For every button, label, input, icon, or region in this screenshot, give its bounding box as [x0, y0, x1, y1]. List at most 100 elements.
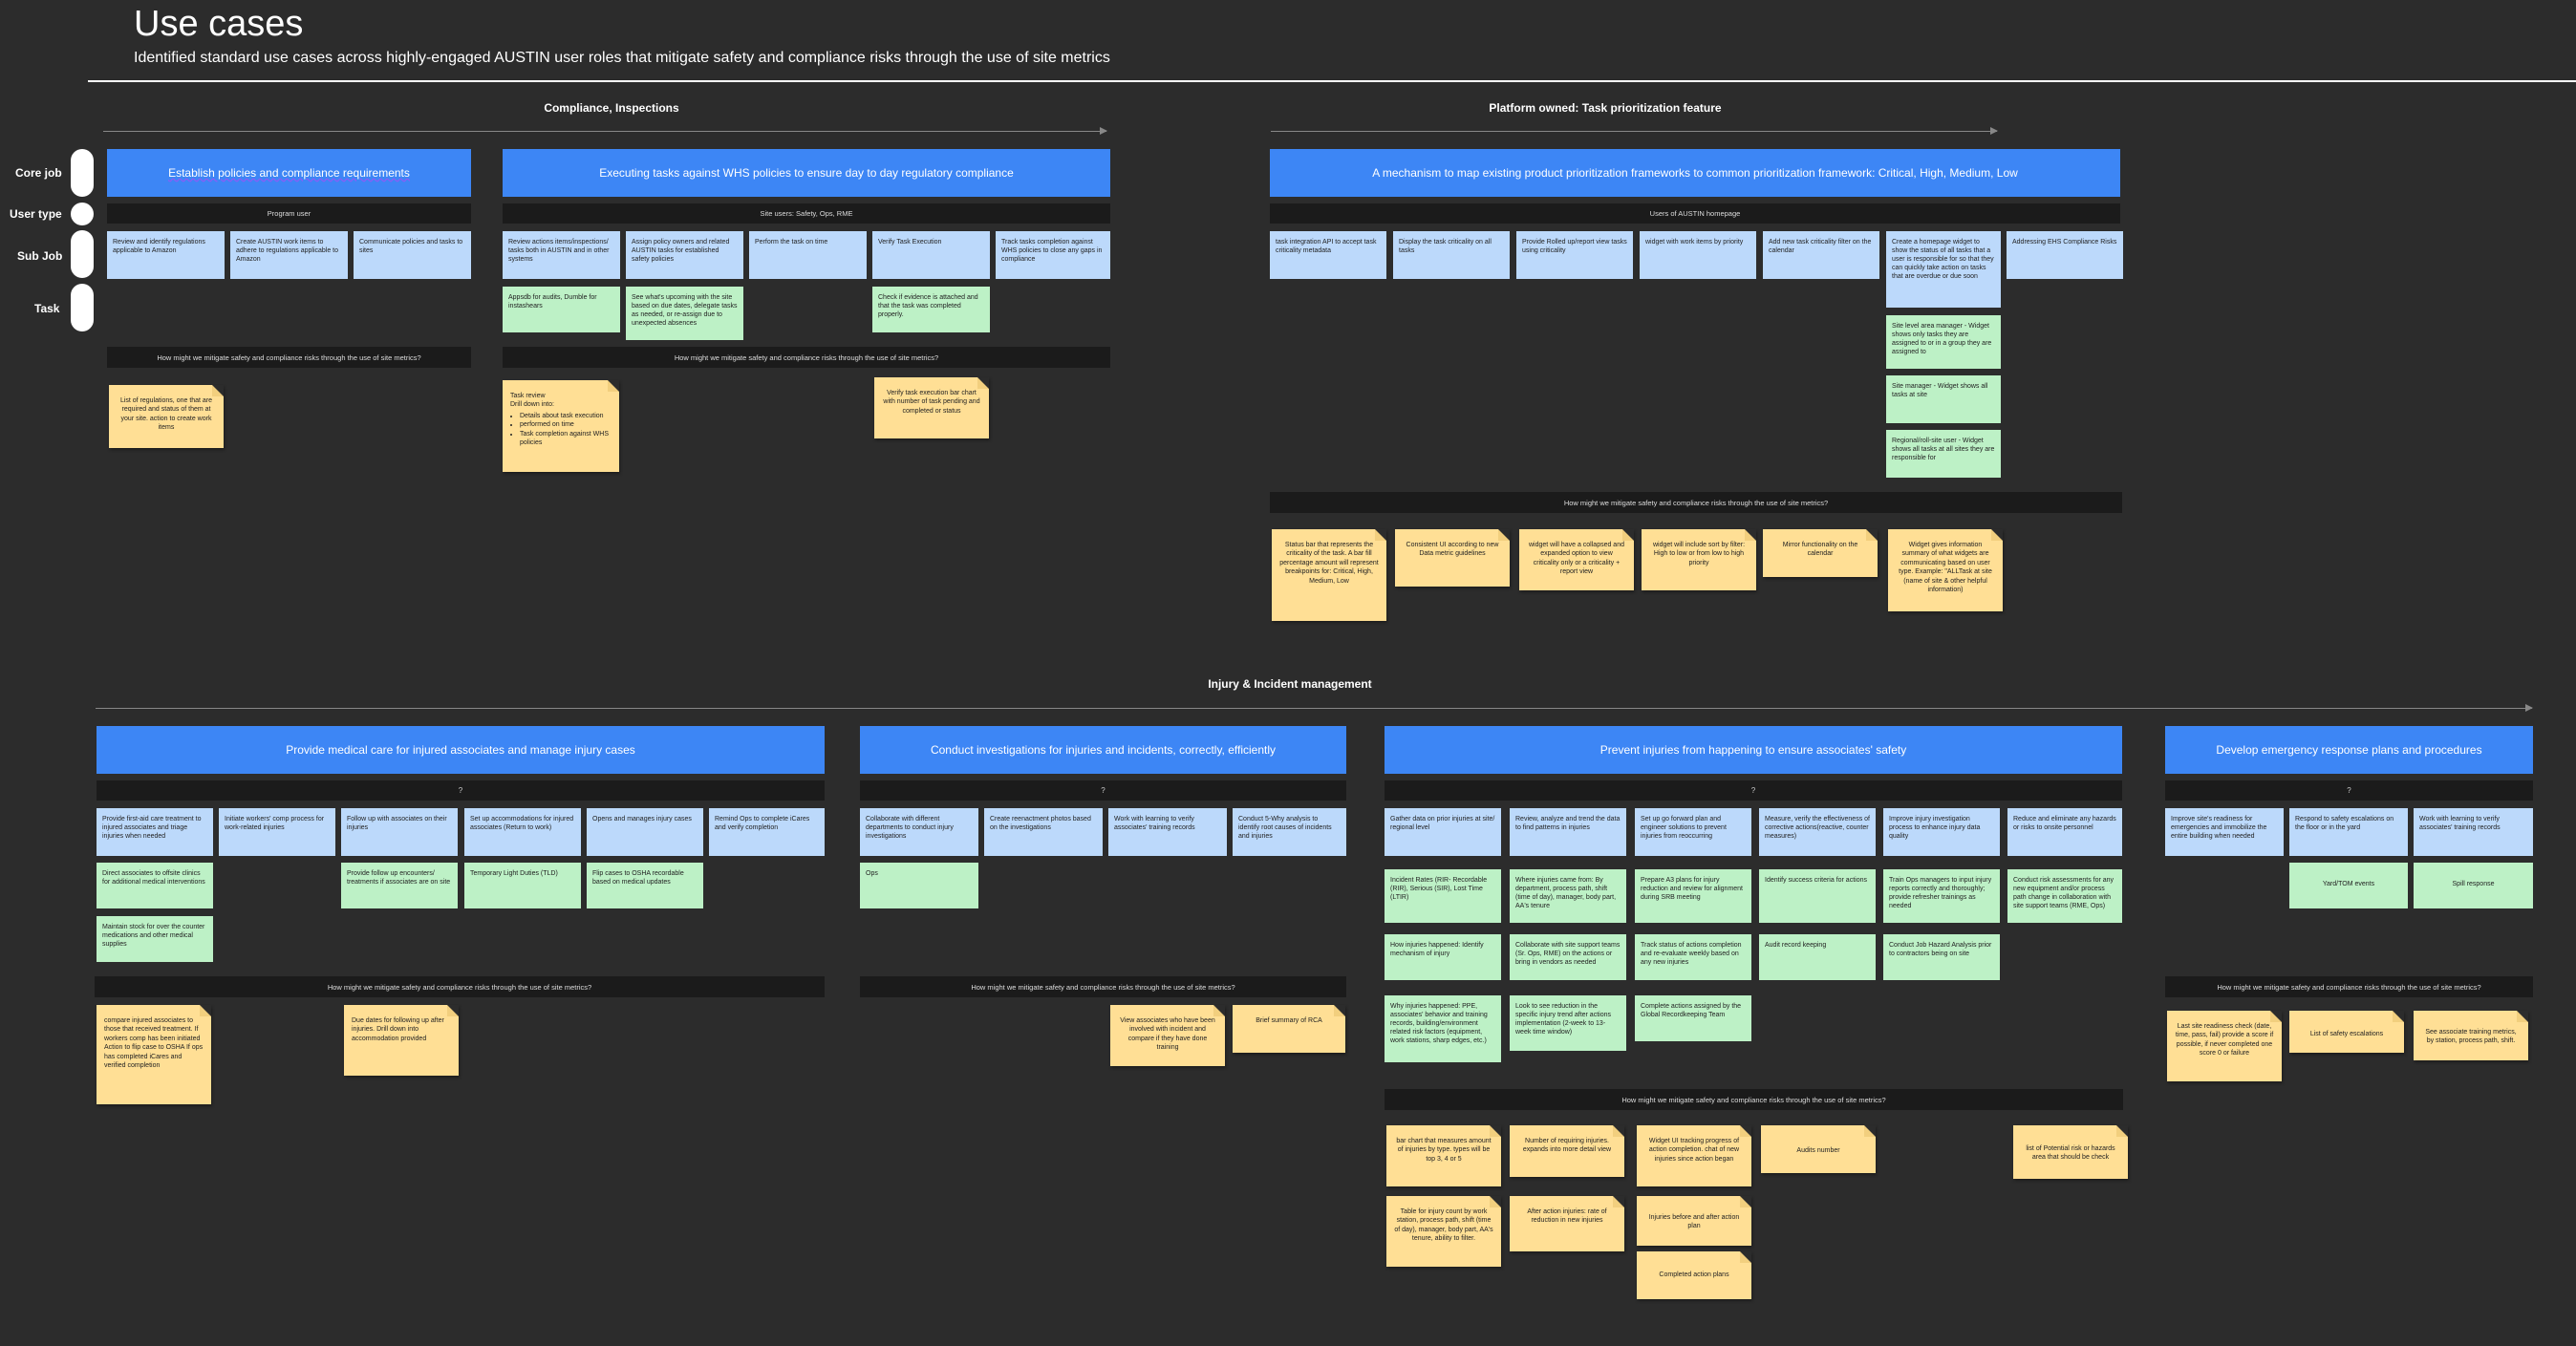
- sub-job-card[interactable]: Communicate policies and tasks to sites: [354, 231, 471, 279]
- sub-job-card[interactable]: Conduct 5-Why analysis to identify root …: [1233, 808, 1346, 856]
- sub-job-card[interactable]: task integration API to accept task crit…: [1270, 231, 1386, 279]
- sticky-note[interactable]: Brief summary of RCA: [1233, 1005, 1345, 1053]
- sub-job-card[interactable]: Opens and manages injury cases: [587, 808, 703, 856]
- core-job-medical-care[interactable]: Provide medical care for injured associa…: [97, 726, 825, 774]
- sticky-note[interactable]: Consistent UI according to new Data metr…: [1395, 529, 1510, 587]
- sub-job-card[interactable]: Create AUSTIN work items to adhere to re…: [230, 231, 348, 279]
- sticky-note[interactable]: bar chart that measures amount of injuri…: [1386, 1125, 1501, 1186]
- task-card[interactable]: Track status of actions completion and r…: [1635, 934, 1751, 980]
- core-job-prevent-injuries[interactable]: Prevent injuries from happening to ensur…: [1385, 726, 2122, 774]
- sub-job-card[interactable]: Review actions items/inspections/ tasks …: [503, 231, 620, 279]
- sub-job-card[interactable]: Work with learning to verify associates'…: [2414, 808, 2533, 856]
- core-job-executing-tasks[interactable]: Executing tasks against WHS policies to …: [503, 149, 1110, 197]
- task-card[interactable]: Conduct Job Hazard Analysis prior to con…: [1883, 934, 2000, 980]
- sticky-subtitle: Drill down into:: [510, 401, 554, 409]
- task-card[interactable]: Spill response: [2414, 863, 2533, 908]
- task-card[interactable]: Incident Rates (RIR- Recordable (RIR), S…: [1385, 869, 1501, 923]
- task-card[interactable]: Look to see reduction in the specific in…: [1510, 995, 1626, 1051]
- chevron-icon: ?: [1101, 786, 1106, 795]
- sub-job-card[interactable]: Provide first-aid care treatment to inju…: [97, 808, 213, 856]
- sticky-note[interactable]: View associates who have been involved w…: [1110, 1005, 1225, 1066]
- sticky-note[interactable]: Table for injury count by work station, …: [1386, 1196, 1501, 1267]
- sticky-note[interactable]: After action injuries: rate of reduction…: [1510, 1196, 1624, 1251]
- sticky-note[interactable]: list of Potential risk or hazards area t…: [2013, 1125, 2128, 1179]
- sub-job-card[interactable]: Addressing EHS Compliance Risks: [2007, 231, 2123, 279]
- task-card[interactable]: Train Ops managers to input injury repor…: [1883, 869, 2000, 923]
- sticky-note[interactable]: compare injured associates to those that…: [97, 1005, 211, 1104]
- sticky-note[interactable]: Injuries before and after action plan: [1637, 1196, 1751, 1246]
- sticky-note[interactable]: widget will have a collapsed and expande…: [1519, 529, 1634, 590]
- sticky-note[interactable]: widget will include sort by filter: High…: [1642, 529, 1756, 590]
- core-job-task-prioritization[interactable]: A mechanism to map existing product prio…: [1270, 149, 2120, 197]
- sub-job-card[interactable]: Provide Rolled up/report view tasks usin…: [1516, 231, 1633, 279]
- sub-job-card[interactable]: Assign policy owners and related AUSTIN …: [626, 231, 743, 279]
- sticky-note[interactable]: Mirror functionality on the calendar: [1763, 529, 1878, 577]
- sub-job-card[interactable]: Initiate workers' comp process for work-…: [219, 808, 335, 856]
- task-card[interactable]: Site level area manager - Widget shows o…: [1886, 315, 2001, 369]
- sub-job-card[interactable]: Add new task criticality filter on the c…: [1763, 231, 1879, 279]
- task-card[interactable]: Site manager - Widget shows all tasks at…: [1886, 375, 2001, 423]
- task-card[interactable]: Where injuries came from: By department,…: [1510, 869, 1626, 923]
- sub-job-card[interactable]: Respond to safety escalations on the flo…: [2289, 808, 2408, 856]
- task-card[interactable]: Temporary Light Duties (TLD): [464, 863, 581, 908]
- sticky-note[interactable]: Last site readiness check (date, time, p…: [2167, 1011, 2282, 1081]
- task-card[interactable]: Identify success criteria for actions: [1759, 869, 1876, 923]
- user-type-bar: ?: [2165, 780, 2533, 801]
- sub-job-card[interactable]: Review and identify regulations applicab…: [107, 231, 225, 279]
- sub-job-card[interactable]: Follow up with associates on their injur…: [341, 808, 458, 856]
- sub-job-card[interactable]: Set up accommodations for injured associ…: [464, 808, 581, 856]
- sticky-note-task-review[interactable]: Task review Drill down into: Details abo…: [503, 380, 619, 472]
- core-job-emergency-response[interactable]: Develop emergency response plans and pro…: [2165, 726, 2533, 774]
- task-card[interactable]: Conduct risk assessments for any new equ…: [2007, 869, 2122, 923]
- task-card[interactable]: Collaborate with site support teams (Sr.…: [1510, 934, 1626, 980]
- task-card[interactable]: Yard/TOM events: [2289, 863, 2408, 908]
- sub-job-card[interactable]: Work with learning to verify associates'…: [1108, 808, 1227, 856]
- section-compliance-title: Compliance, Inspections: [544, 101, 679, 115]
- sub-job-card[interactable]: Set up go forward plan and engineer solu…: [1635, 808, 1751, 856]
- sub-job-card[interactable]: Verify Task Execution: [872, 231, 990, 279]
- sub-job-card[interactable]: Perform the task on time: [749, 231, 867, 279]
- sticky-note[interactable]: Completed action plans: [1637, 1251, 1751, 1299]
- user-type-bar: ?: [860, 780, 1346, 801]
- task-card[interactable]: Direct associates to offsite clinics for…: [97, 863, 213, 908]
- task-card[interactable]: Provide follow up encounters/ treatments…: [341, 863, 458, 908]
- task-card[interactable]: Prepare A3 plans for injury reduction an…: [1635, 869, 1751, 923]
- sub-job-card[interactable]: Gather data on prior injuries at site/ r…: [1385, 808, 1501, 856]
- sticky-note[interactable]: See associate training metrics, by stati…: [2414, 1011, 2528, 1060]
- sticky-note[interactable]: Verify task execution bar chart with num…: [874, 377, 989, 438]
- sub-job-card[interactable]: Track tasks completion against WHS polic…: [996, 231, 1110, 279]
- core-job-investigations[interactable]: Conduct investigations for injuries and …: [860, 726, 1346, 774]
- task-card[interactable]: Complete actions assigned by the Global …: [1635, 995, 1751, 1041]
- task-card[interactable]: How injuries happened: Identify mechanis…: [1385, 934, 1501, 980]
- task-card[interactable]: Ops: [860, 863, 978, 908]
- sticky-note[interactable]: Widget UI tracking progress of action co…: [1637, 1125, 1751, 1186]
- sub-job-card[interactable]: Improve injury investigation process to …: [1883, 808, 2000, 856]
- sticky-note[interactable]: Due dates for following up after injurie…: [344, 1005, 459, 1076]
- task-card[interactable]: See what's upcoming with the site based …: [626, 287, 743, 340]
- sticky-note[interactable]: Widget gives information summary of what…: [1888, 529, 2003, 611]
- sub-job-card[interactable]: Create reenactment photos based on the i…: [984, 808, 1103, 856]
- task-card[interactable]: Check if evidence is attached and that t…: [872, 287, 990, 332]
- task-card[interactable]: Flip cases to OSHA recordable based on m…: [587, 863, 703, 908]
- sticky-note[interactable]: List of safety escalations: [2289, 1011, 2404, 1053]
- task-card[interactable]: Appsdb for audits, Dumble for instashear…: [503, 287, 620, 332]
- core-job-establish-policies[interactable]: Establish policies and compliance requir…: [107, 149, 471, 197]
- task-card[interactable]: Maintain stock for over the counter medi…: [97, 916, 213, 962]
- sub-job-card[interactable]: Display the task criticality on all task…: [1393, 231, 1510, 279]
- sub-job-card[interactable]: Reduce and eliminate any hazards or risk…: [2007, 808, 2122, 856]
- sub-job-card[interactable]: Remind Ops to complete iCares and verify…: [709, 808, 825, 856]
- sub-job-card[interactable]: Collaborate with different departments t…: [860, 808, 978, 856]
- task-card[interactable]: Why injuries happened: PPE, associates' …: [1385, 995, 1501, 1062]
- task-card[interactable]: Regional/roll-site user - Widget shows a…: [1886, 430, 2001, 478]
- sticky-note[interactable]: List of regulations, one that are requir…: [109, 385, 224, 448]
- sub-job-card[interactable]: Improve site's readiness for emergencies…: [2165, 808, 2284, 856]
- sub-job-card[interactable]: Measure, verify the effectiveness of cor…: [1759, 808, 1876, 856]
- sticky-list-item: Details about task execution: [520, 412, 612, 420]
- sticky-note[interactable]: Status bar that represents the criticali…: [1272, 529, 1386, 621]
- sub-job-card[interactable]: widget with work items by priority: [1640, 231, 1756, 279]
- task-card[interactable]: Audit record keeping: [1759, 934, 1876, 980]
- sticky-note[interactable]: Number of requiring injuries. expands in…: [1510, 1125, 1624, 1177]
- sub-job-card[interactable]: Review, analyze and trend the data to fi…: [1510, 808, 1626, 856]
- sub-job-card[interactable]: Create a homepage widget to show the sta…: [1886, 231, 2001, 308]
- sticky-note[interactable]: Audits number: [1761, 1125, 1876, 1173]
